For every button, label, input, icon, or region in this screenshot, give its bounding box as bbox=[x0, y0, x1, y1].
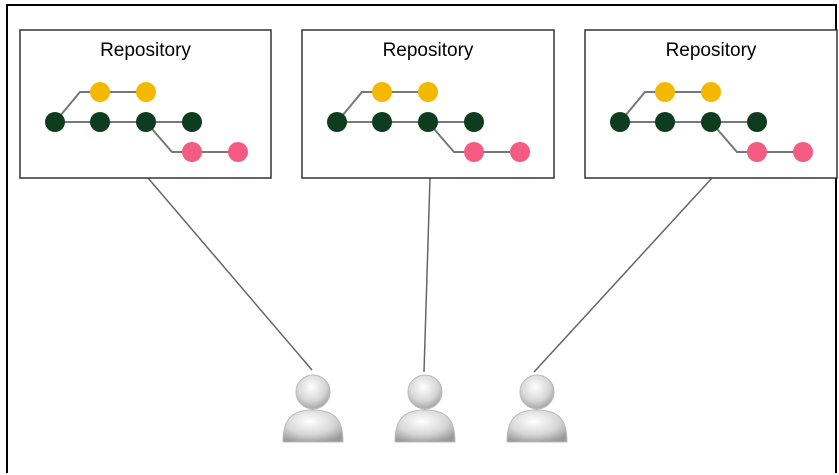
commit-nodes bbox=[610, 82, 813, 162]
commit-node-feature bbox=[372, 82, 392, 102]
commit-node bbox=[655, 112, 675, 132]
commit-node bbox=[327, 112, 347, 132]
connector-line-1 bbox=[147, 177, 313, 371]
commit-nodes bbox=[45, 82, 248, 162]
commit-node-branch bbox=[182, 142, 202, 162]
commit-node-branch bbox=[228, 142, 248, 162]
repository-box-2: Repository bbox=[301, 29, 555, 179]
commit-node bbox=[418, 112, 438, 132]
commit-node bbox=[90, 112, 110, 132]
commit-nodes bbox=[327, 82, 530, 162]
commit-node-feature bbox=[136, 82, 156, 102]
commit-node-feature bbox=[655, 82, 675, 102]
commit-node bbox=[136, 112, 156, 132]
commit-graph bbox=[336, 91, 520, 153]
repository-box-3: Repository bbox=[584, 29, 838, 179]
commit-graph bbox=[619, 91, 803, 153]
commit-graph bbox=[54, 91, 238, 153]
commit-node-branch bbox=[510, 142, 530, 162]
commit-node bbox=[610, 112, 630, 132]
repository-title: Repository bbox=[666, 40, 757, 61]
repository-box-1: Repository bbox=[19, 29, 272, 179]
commit-node bbox=[701, 112, 721, 132]
commit-node bbox=[747, 112, 767, 132]
repository-title: Repository bbox=[100, 40, 191, 61]
commit-node-branch bbox=[464, 142, 484, 162]
commit-node bbox=[182, 112, 202, 132]
commit-node bbox=[372, 112, 392, 132]
commit-node-branch bbox=[793, 142, 813, 162]
connector-lines bbox=[147, 177, 713, 373]
commit-node bbox=[464, 112, 484, 132]
commit-node-feature bbox=[701, 82, 721, 102]
user-icon bbox=[506, 374, 568, 443]
user-icon bbox=[282, 374, 344, 443]
commit-node bbox=[45, 112, 65, 132]
connector-line-2 bbox=[423, 177, 431, 373]
user-icon bbox=[394, 374, 456, 443]
diagram-frame bbox=[6, 4, 837, 473]
connector-line-3 bbox=[533, 177, 713, 373]
commit-node-feature bbox=[418, 82, 438, 102]
commit-node-feature bbox=[90, 82, 110, 102]
commit-node-branch bbox=[747, 142, 767, 162]
repository-title: Repository bbox=[383, 40, 474, 61]
